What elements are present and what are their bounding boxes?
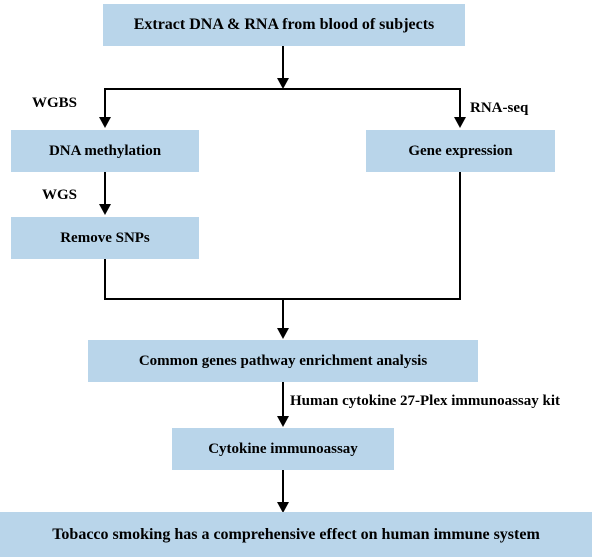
split-left-drop <box>104 88 106 119</box>
arrowhead-to-remove-snps <box>99 204 111 215</box>
node-conclusion-label: Tobacco smoking has a comprehensive effe… <box>52 525 540 543</box>
node-common-genes: Common genes pathway enrichment analysis <box>88 340 478 382</box>
connector-cytokine-to-conclusion <box>282 470 284 504</box>
node-remove-snps-label: Remove SNPs <box>60 229 150 246</box>
arrowhead-to-common-genes <box>277 328 289 339</box>
edge-label-wgbs: WGBS <box>32 95 78 111</box>
split-right-drop <box>459 88 461 119</box>
connector-dna-methylation-to-remove-snps <box>104 172 106 206</box>
merge-right-leg <box>459 172 461 300</box>
node-gene-expression: Gene expression <box>366 130 555 172</box>
node-dna-methylation: DNA methylation <box>11 130 199 172</box>
edge-label-rna-seq: RNA-seq <box>470 100 529 116</box>
arrowhead-extract-to-split <box>277 78 289 89</box>
connector-merge-to-common-genes <box>282 298 284 330</box>
connector-extract-to-split <box>282 46 284 82</box>
node-cytokine-immunoassay: Cytokine immunoassay <box>172 428 394 470</box>
arrowhead-to-dna-methylation <box>99 117 111 128</box>
connector-common-genes-to-cytokine <box>282 382 284 418</box>
edge-label-wgs: WGS <box>42 187 78 203</box>
edge-label-immunoassay-kit: Human cytokine 27-Plex immunoassay kit <box>290 393 561 409</box>
node-gene-expression-label: Gene expression <box>408 142 513 159</box>
merge-left-leg <box>104 259 106 300</box>
node-cytokine-immunoassay-label: Cytokine immunoassay <box>208 440 358 457</box>
node-dna-methylation-label: DNA methylation <box>48 142 162 159</box>
split-bar <box>104 88 461 90</box>
arrowhead-to-gene-expression <box>454 117 466 128</box>
node-conclusion: Tobacco smoking has a comprehensive effe… <box>0 512 592 557</box>
arrowhead-to-conclusion <box>277 502 289 513</box>
node-extract-label: Extract DNA & RNA from blood of subjects <box>133 16 435 34</box>
node-remove-snps: Remove SNPs <box>11 217 199 259</box>
arrowhead-to-cytokine-immunoassay <box>277 416 289 427</box>
node-common-genes-label: Common genes pathway enrichment analysis <box>138 352 428 369</box>
node-extract: Extract DNA & RNA from blood of subjects <box>103 4 465 46</box>
